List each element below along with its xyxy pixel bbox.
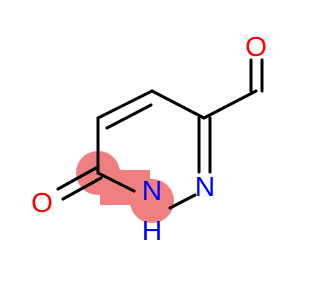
atom-h: H xyxy=(142,215,162,246)
atom-n1: N xyxy=(142,175,162,206)
bond-c3-cho xyxy=(202,89,258,120)
bond-group xyxy=(56,58,264,210)
bond-c4-c3 xyxy=(150,89,206,120)
bond-c5-c4 xyxy=(96,89,154,120)
structure-svg: O O N N H xyxy=(31,31,267,246)
bond-c6-o-b xyxy=(61,176,103,201)
bond-c5-c4-double xyxy=(105,103,153,130)
atom-o-aldehyde: O xyxy=(245,31,267,62)
bond-c6-n1 xyxy=(96,171,136,193)
molecule-diagram: O O N N H xyxy=(31,31,267,246)
bond-c6-o-a xyxy=(56,166,98,191)
atom-n2: N xyxy=(195,171,215,202)
bond-n2-n1 xyxy=(168,193,197,210)
atom-o-ketone: O xyxy=(31,187,53,218)
